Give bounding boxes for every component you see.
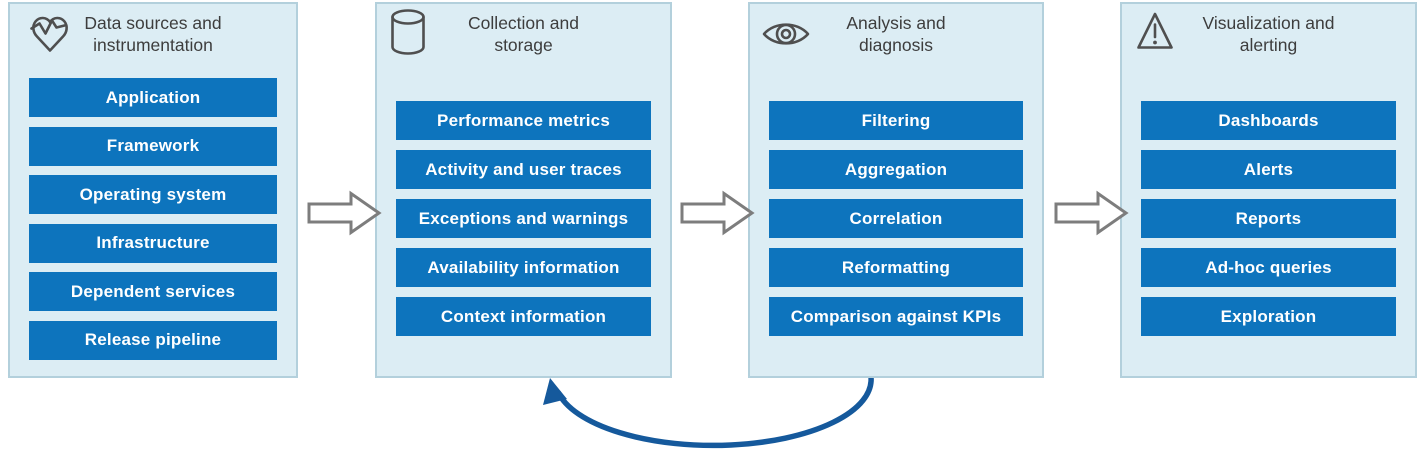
column-title: Analysis and diagnosis xyxy=(750,13,1042,56)
column-analysis-diagnosis: Analysis and diagnosis Filtering Aggrega… xyxy=(748,2,1044,378)
item-list: Performance metrics Activity and user tr… xyxy=(396,101,651,336)
item-release-pipeline: Release pipeline xyxy=(29,320,277,360)
column-title-line: Collection and xyxy=(468,13,579,33)
item-context-information: Context information xyxy=(396,297,651,336)
item-aggregation: Aggregation xyxy=(769,150,1023,189)
column-title-line: diagnosis xyxy=(859,34,933,55)
warning-triangle-icon xyxy=(1137,12,1173,49)
column-visualization-alerting: Visualization and alerting Dashboards Al… xyxy=(1120,2,1417,378)
item-comparison-against-kpis: Comparison against KPIs xyxy=(769,297,1023,336)
database-icon xyxy=(391,9,425,55)
item-dependent-services: Dependent services xyxy=(29,272,277,311)
flow-arrow-2 xyxy=(680,190,755,236)
item-list: Dashboards Alerts Reports Ad-hoc queries… xyxy=(1141,101,1396,336)
item-performance-metrics: Performance metrics xyxy=(396,101,651,140)
column-title-line: storage xyxy=(494,34,553,55)
item-activity-user-traces: Activity and user traces xyxy=(396,150,651,189)
column-title-line: Visualization and xyxy=(1202,13,1335,33)
item-correlation: Correlation xyxy=(769,199,1023,238)
item-dashboards: Dashboards xyxy=(1141,101,1396,140)
column-data-sources: Data sources and instrumentation Applica… xyxy=(8,2,298,378)
item-availability-information: Availability information xyxy=(396,248,651,287)
flow-arrow-3 xyxy=(1054,190,1129,236)
column-title: Data sources and instrumentation xyxy=(10,13,296,56)
item-alerts: Alerts xyxy=(1141,150,1396,189)
item-framework: Framework xyxy=(29,126,277,166)
column-title: Visualization and alerting xyxy=(1122,13,1415,56)
column-title-line: Analysis and xyxy=(846,13,946,33)
item-infrastructure: Infrastructure xyxy=(29,223,277,263)
item-ad-hoc-queries: Ad-hoc queries xyxy=(1141,248,1396,287)
item-reformatting: Reformatting xyxy=(769,248,1023,287)
item-operating-system: Operating system xyxy=(29,175,277,214)
eye-icon xyxy=(762,23,810,45)
item-exceptions-warnings: Exceptions and warnings xyxy=(396,199,651,238)
heartbeat-icon xyxy=(30,16,68,52)
column-title-line: instrumentation xyxy=(93,34,213,55)
item-list: Application Framework Operating system I… xyxy=(29,78,277,360)
item-exploration: Exploration xyxy=(1141,297,1396,336)
flow-arrow-1 xyxy=(307,190,382,236)
item-reports: Reports xyxy=(1141,199,1396,238)
column-collection-storage: Collection and storage Performance metri… xyxy=(375,2,672,378)
item-application: Application xyxy=(29,78,277,117)
column-title: Collection and storage xyxy=(377,13,670,56)
column-title-line: Data sources and xyxy=(84,13,222,33)
column-title-line: alerting xyxy=(1239,34,1298,55)
item-filtering: Filtering xyxy=(769,101,1023,140)
item-list: Filtering Aggregation Correlation Reform… xyxy=(769,101,1023,336)
